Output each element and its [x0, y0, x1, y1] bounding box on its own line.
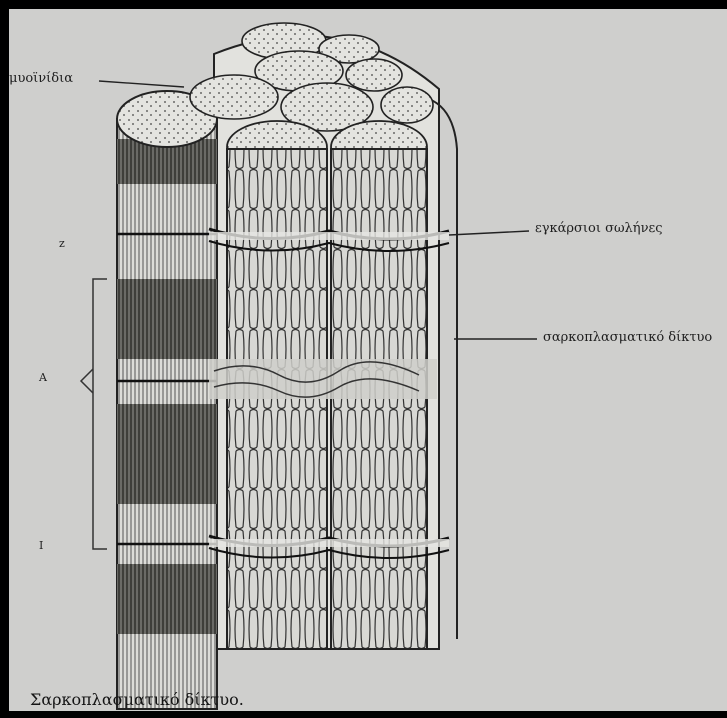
band-letter-z: z	[59, 237, 65, 250]
figure-caption: Σαρκοπλασματικό δίκτυο.	[30, 690, 244, 709]
transverse-tubules-leader-line	[449, 231, 529, 235]
band-letter-i: I	[39, 539, 43, 552]
sarcoplasmic-reticulum-network	[209, 149, 437, 649]
book-page: μυοϊνίδια εγκάρσιοι σωλήνες σαρκοπλασματ…	[9, 9, 727, 711]
label-sarcoplasmic-reticulum: σαρκοπλασματικό δίκτυο	[543, 330, 712, 345]
muscle-fiber-illustration	[9, 9, 727, 711]
band-letter-a: A	[39, 371, 47, 384]
myofibrils-leader-line	[99, 81, 184, 87]
striated-myofibril-column	[117, 91, 217, 709]
label-transverse-tubules: εγκάρσιοι σωλήνες	[535, 221, 663, 236]
label-myofibrils: μυοϊνίδια	[9, 71, 73, 86]
